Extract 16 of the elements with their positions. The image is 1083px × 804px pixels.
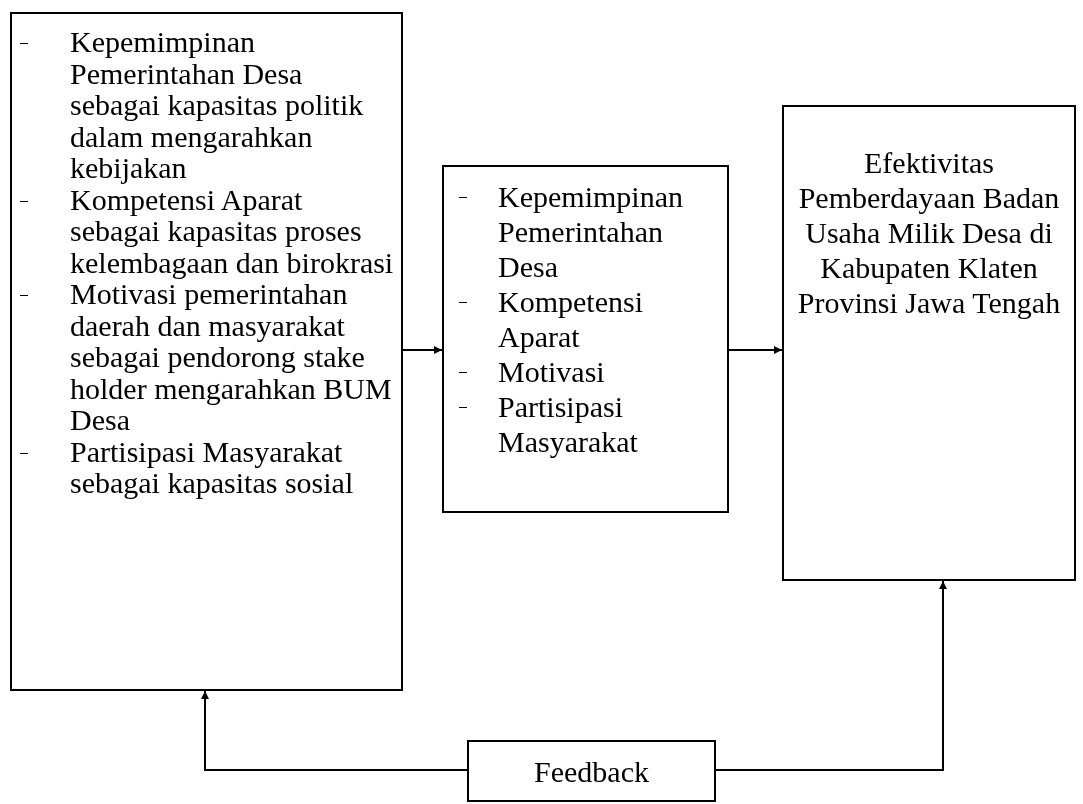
list-item: Partisipasi Masyarakat sebagai kapasitas sosial (70, 434, 354, 499)
arrow (728, 346, 783, 354)
list-item: Kepemimpinan Pemerintahan Desa sebagai kapasitas politik dalam mengarahkan kebijakan (70, 25, 364, 184)
process-box (467, 740, 716, 802)
list-box (442, 165, 729, 513)
list-item: Kompetensi Aparat (498, 285, 643, 353)
arrow (201, 690, 468, 771)
process-box (782, 105, 1076, 581)
list-item: Kepemimpinan Pemerintahan Desa (498, 180, 683, 283)
list-item: Partisipasi Masyarakat (498, 390, 638, 458)
node-text: Feedback (534, 755, 649, 788)
arrow (402, 346, 443, 354)
list-box (10, 12, 403, 691)
arrow (715, 580, 947, 771)
list-item: Motivasi (498, 355, 605, 388)
node-text: Efektivitas Pemberdayaan Badan Usaha Milik Desa di Kabupaten Klaten Provinsi Jawa Tengah (797, 146, 1061, 319)
